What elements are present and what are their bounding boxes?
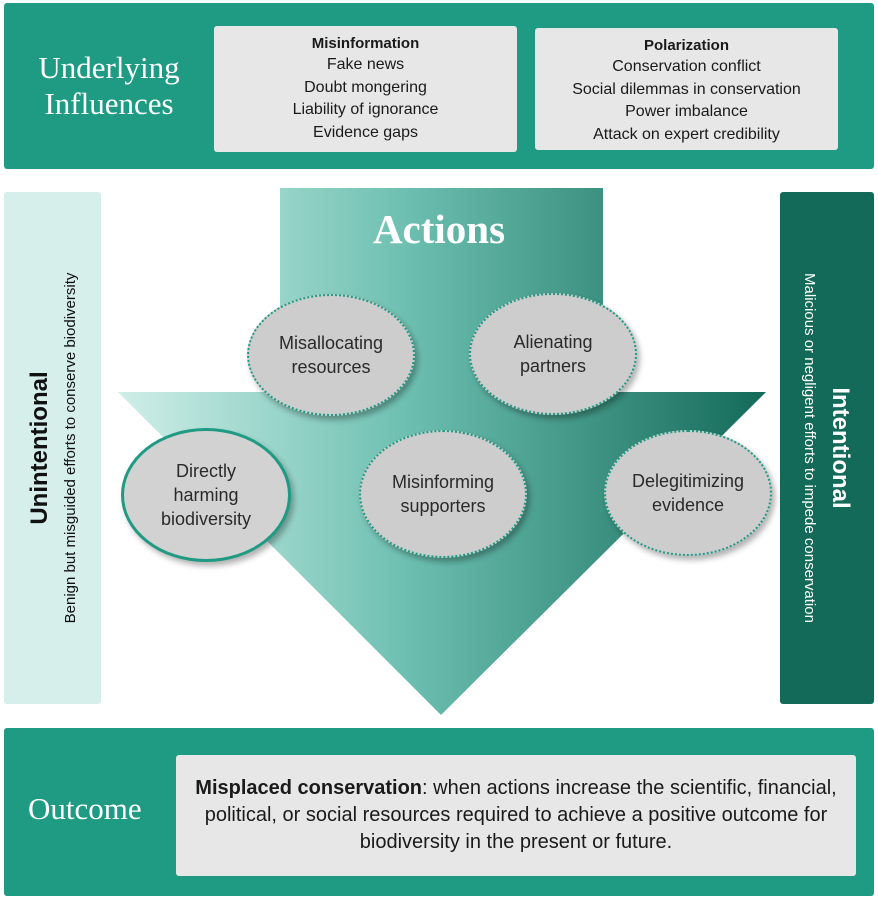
action-directly-harming-biodiversity: Directly harming biodiversity: [121, 428, 291, 562]
outcome-definition-text: : when actions increase the scientific, …: [204, 777, 837, 853]
polarization-item: Attack on expert credibility: [593, 125, 780, 143]
misinformation-title: Misinformation: [311, 35, 420, 52]
polarization-item: Conservation conflict: [612, 58, 761, 75]
misinformation-item: Liability of ignorance: [292, 101, 439, 118]
heading-line-1: Underlying: [38, 50, 180, 85]
polarization-item: Social dilemmas in conservation: [572, 80, 801, 98]
misinformation-item: Fake news: [326, 56, 405, 73]
actions-heading: Actions: [372, 206, 506, 252]
heading-line-2: Influences: [44, 86, 174, 121]
action-misallocating-resources: Misallocating resources: [247, 294, 415, 416]
outcome-heading: Outcome: [28, 791, 142, 826]
action-label-line: biodiversity: [160, 509, 252, 529]
action-label-line: Directly: [175, 461, 236, 481]
action-label-line: Alienating: [513, 332, 593, 352]
polarization-list: Conservation conflict Social dilemmas in…: [535, 56, 838, 146]
action-label-line: Delegitimizing: [631, 471, 745, 491]
action-label-line: Misinforming: [391, 472, 495, 492]
polarization-box: Polarization Conservation conflict Socia…: [535, 28, 838, 150]
intentional-panel: Intentional Malicious or negligent effor…: [780, 192, 874, 704]
misinformation-item: Evidence gaps: [313, 123, 418, 141]
action-label-line: Misallocating: [278, 333, 384, 353]
outcome-definition-box: Misplaced conservation: when actions inc…: [176, 755, 856, 876]
misinformation-item: Doubt mongering: [304, 78, 427, 96]
underlying-influences-heading: Underlying Influences: [24, 50, 194, 122]
action-label-line: evidence: [651, 495, 725, 515]
outcome-term: Misplaced conservation: [195, 777, 423, 799]
unintentional-panel: Unintentional Benign but misguided effor…: [4, 192, 101, 704]
action-alienating-partners: Alienating partners: [469, 293, 637, 415]
action-misinforming-supporters: Misinforming supporters: [359, 430, 527, 558]
misinformation-list: Fake news Doubt mongering Liability of i…: [214, 54, 517, 144]
polarization-item: Power imbalance: [625, 103, 748, 120]
outcome-definition: Misplaced conservation: when actions inc…: [176, 775, 856, 856]
action-label-line: resources: [291, 357, 371, 377]
action-label-line: partners: [519, 356, 587, 376]
action-label-line: supporters: [400, 496, 486, 516]
action-label-line: harming: [173, 485, 239, 505]
misinformation-box: Misinformation Fake news Doubt mongering…: [214, 26, 517, 152]
action-delegitimizing-evidence: Delegitimizing evidence: [604, 430, 772, 556]
polarization-title: Polarization: [643, 37, 729, 54]
